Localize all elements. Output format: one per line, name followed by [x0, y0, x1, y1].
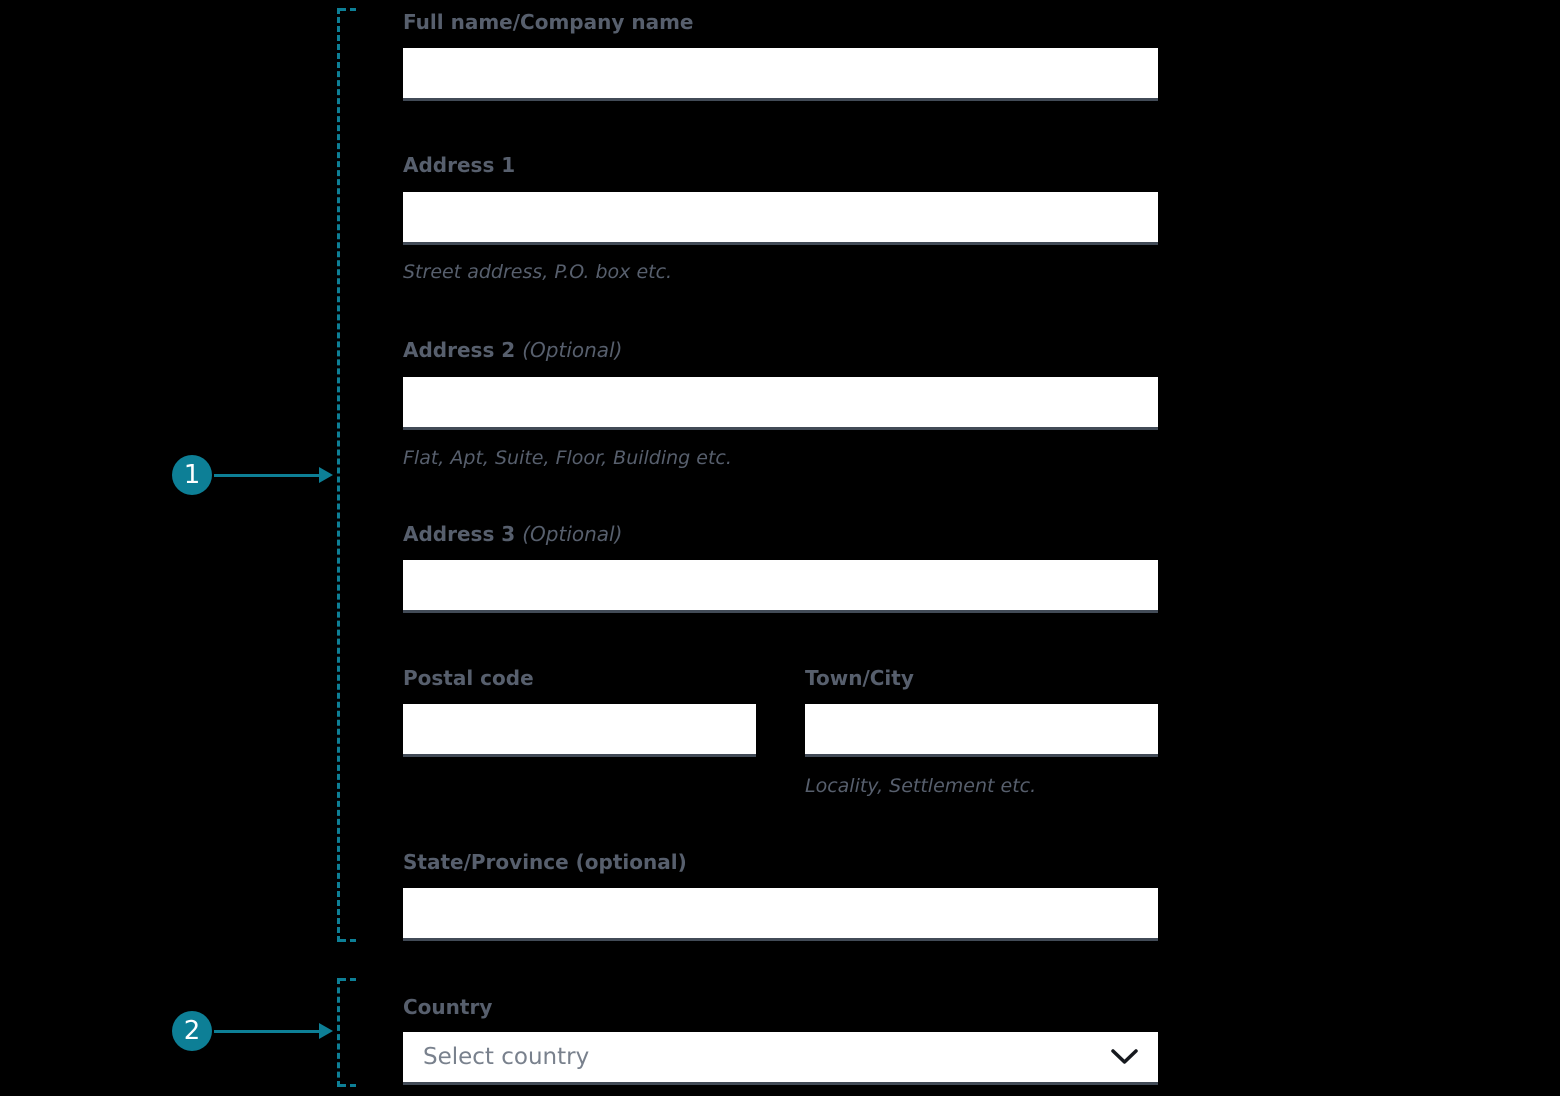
state-province-label-text: State/Province (optional) [403, 850, 687, 874]
annotation-arrow-2 [214, 1023, 333, 1039]
full-name-label-text: Full name/Company name [403, 10, 694, 34]
address2-label-text: Address 2 [403, 338, 516, 362]
country-select[interactable]: Select country [403, 1032, 1158, 1085]
annotation-arrow-1 [214, 467, 333, 483]
postal-code-label: Postal code [403, 666, 534, 690]
country-label-text: Country [403, 995, 493, 1019]
address2-helper: Flat, Apt, Suite, Floor, Building etc. [403, 447, 732, 469]
postal-code-input[interactable] [403, 704, 756, 757]
town-city-input[interactable] [805, 704, 1158, 757]
marker-number: 1 [183, 460, 201, 490]
country-select-value: Select country [423, 1044, 590, 1070]
bracket-arm [340, 1084, 356, 1087]
town-city-helper: Locality, Settlement etc. [805, 775, 1037, 797]
address3-label-text: Address 3 [403, 522, 516, 546]
chevron-down-icon [1111, 1049, 1138, 1065]
address2-optional-suffix: (Optional) [522, 338, 623, 362]
state-province-input[interactable] [403, 888, 1158, 941]
address3-input[interactable] [403, 560, 1158, 613]
address3-label: Address 3(Optional) [403, 522, 622, 546]
address2-input[interactable] [403, 377, 1158, 430]
bracket-arm [340, 939, 356, 942]
town-city-label-text: Town/City [805, 666, 914, 690]
full-name-label: Full name/Company name [403, 10, 693, 34]
state-province-label: State/Province (optional) [403, 850, 687, 874]
annotation-bracket-2 [337, 978, 356, 1087]
bracket-arm [340, 8, 356, 11]
country-label: Country [403, 995, 492, 1019]
full-name-input[interactable] [403, 48, 1158, 101]
postal-code-label-text: Postal code [403, 666, 534, 690]
annotation-marker-1: 1 [172, 455, 212, 495]
address3-optional-suffix: (Optional) [522, 522, 623, 546]
address1-label-text: Address 1 [403, 153, 516, 177]
address1-helper: Street address, P.O. box etc. [403, 261, 673, 283]
bracket-arm [340, 978, 356, 981]
address1-input[interactable] [403, 192, 1158, 245]
annotation-marker-2: 2 [172, 1011, 212, 1051]
marker-number: 2 [183, 1016, 201, 1046]
address1-label: Address 1 [403, 153, 515, 177]
address2-label: Address 2(Optional) [403, 338, 622, 362]
annotation-bracket-1 [337, 8, 356, 942]
town-city-label: Town/City [805, 666, 914, 690]
